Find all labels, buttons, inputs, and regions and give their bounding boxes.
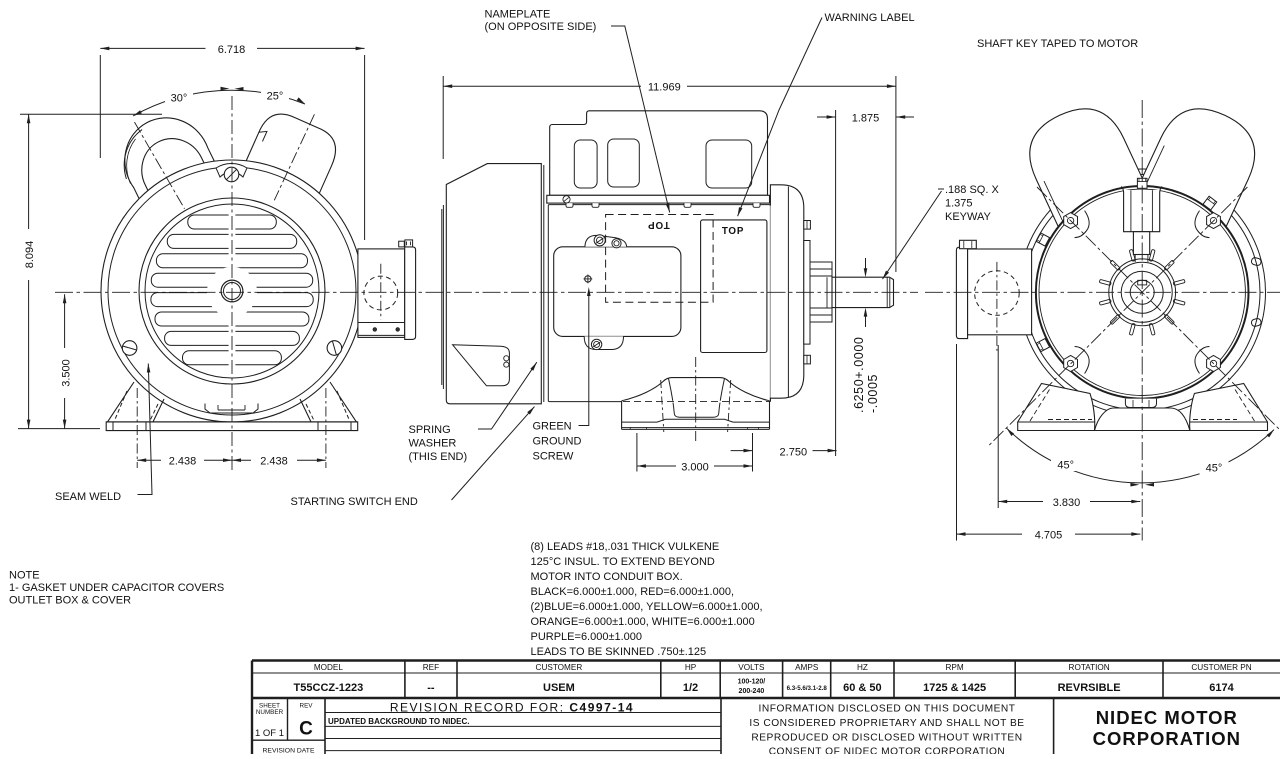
svg-text:PURPLE=6.000±1.000: PURPLE=6.000±1.000	[531, 631, 643, 643]
svg-text:WARNING LABEL: WARNING LABEL	[825, 12, 915, 24]
svg-text:2.438: 2.438	[169, 455, 197, 467]
svg-text:125°C INSUL. TO EXTEND BEYOND: 125°C INSUL. TO EXTEND BEYOND	[531, 556, 715, 568]
svg-text:TOP: TOP	[722, 226, 744, 237]
svg-text:RPM: RPM	[945, 663, 963, 672]
svg-text:REVISION RECORD FOR: C4997-14: REVISION RECORD FOR: C4997-14	[390, 701, 634, 715]
svg-text:.6250+.0000: .6250+.0000	[852, 337, 866, 413]
svg-text:3.500: 3.500	[60, 359, 72, 387]
svg-text:HP: HP	[685, 663, 697, 672]
svg-text:UPDATED BACKGROUND TO NIDEC.: UPDATED BACKGROUND TO NIDEC.	[328, 717, 469, 726]
svg-text:TOP: TOP	[647, 219, 669, 230]
svg-text:--: --	[427, 682, 435, 694]
svg-text:GREEN: GREEN	[533, 421, 572, 433]
svg-text:NUMBER: NUMBER	[256, 709, 284, 716]
svg-text:4.705: 4.705	[1035, 530, 1063, 542]
svg-text:1.875: 1.875	[852, 112, 880, 124]
svg-text:.188 SQ. X: .188 SQ. X	[945, 184, 999, 196]
svg-text:SHAFT KEY TAPED TO MOTOR: SHAFT KEY TAPED TO MOTOR	[977, 38, 1138, 50]
svg-text:C: C	[299, 719, 313, 740]
svg-text:SPRING: SPRING	[409, 424, 451, 436]
svg-text:REVRSIBLE: REVRSIBLE	[1058, 682, 1121, 694]
svg-text:25°: 25°	[267, 91, 284, 103]
svg-text:WASHER: WASHER	[409, 438, 457, 450]
svg-text:MOTOR INTO CONDUIT BOX.: MOTOR INTO CONDUIT BOX.	[531, 571, 683, 583]
svg-text:60 & 50: 60 & 50	[843, 682, 882, 694]
svg-text:STARTING SWITCH END: STARTING SWITCH END	[291, 496, 418, 508]
svg-text:CUSTOMER PN: CUSTOMER PN	[1191, 663, 1251, 672]
svg-text:T55CCZ-1223: T55CCZ-1223	[294, 682, 364, 694]
svg-text:2.438: 2.438	[260, 455, 288, 467]
svg-text:CORPORATION: CORPORATION	[1093, 728, 1241, 749]
svg-text:REV: REV	[300, 703, 314, 710]
svg-text:(ON OPPOSITE SIDE): (ON OPPOSITE SIDE)	[485, 21, 597, 33]
svg-text:REPRODUCED OR DISCLOSED WITHOU: REPRODUCED OR DISCLOSED WITHOUT WRITTEN	[751, 732, 1022, 743]
svg-text:GROUND: GROUND	[533, 436, 582, 448]
svg-text:1.375: 1.375	[945, 198, 973, 210]
svg-text:8.094: 8.094	[24, 241, 36, 269]
svg-text:100-120/: 100-120/	[738, 679, 766, 686]
svg-text:NIDEC MOTOR: NIDEC MOTOR	[1096, 707, 1238, 728]
svg-text:ORANGE=6.000±1.000, WHITE=6.00: ORANGE=6.000±1.000, WHITE=6.000±1.000	[531, 616, 755, 628]
svg-text:SCREW: SCREW	[533, 451, 575, 463]
svg-text:30°: 30°	[171, 93, 188, 105]
svg-text:REF: REF	[423, 663, 439, 672]
svg-text:NOTE: NOTE	[9, 570, 40, 582]
svg-text:45°: 45°	[1206, 462, 1223, 474]
svg-text:1 OF 1: 1 OF 1	[255, 728, 284, 739]
svg-text:-.0005: -.0005	[866, 374, 880, 413]
svg-text:SEAM WELD: SEAM WELD	[55, 491, 121, 503]
svg-text:LEADS TO BE SKINNED .750±.125: LEADS TO BE SKINNED .750±.125	[531, 646, 707, 658]
svg-text:200-240: 200-240	[739, 688, 765, 695]
svg-text:1- GASKET UNDER CAPACITOR COVE: 1- GASKET UNDER CAPACITOR COVERS	[9, 582, 224, 594]
svg-text:MODEL: MODEL	[314, 663, 344, 672]
svg-text:45°: 45°	[1057, 460, 1074, 472]
svg-text:3.000: 3.000	[681, 461, 709, 473]
svg-text:1725 & 1425: 1725 & 1425	[923, 682, 986, 694]
svg-text:ROTATION: ROTATION	[1069, 663, 1110, 672]
svg-text:AMPS: AMPS	[795, 663, 819, 672]
svg-text:REVISION DATE: REVISION DATE	[263, 748, 315, 755]
svg-text:3.830: 3.830	[1053, 497, 1081, 509]
svg-text:IS CONSIDERED PROPRIETARY AND: IS CONSIDERED PROPRIETARY AND SHALL NOT …	[749, 718, 1024, 729]
svg-text:(THIS END): (THIS END)	[409, 451, 468, 463]
svg-text:NAMEPLATE: NAMEPLATE	[485, 9, 551, 21]
svg-text:11.969: 11.969	[648, 82, 681, 94]
svg-text:2.750: 2.750	[780, 446, 808, 458]
svg-text:6174: 6174	[1209, 682, 1234, 694]
svg-text:USEM: USEM	[543, 682, 575, 694]
svg-text:SHEET: SHEET	[259, 703, 280, 710]
svg-text:6.718: 6.718	[218, 44, 246, 56]
svg-text:HZ: HZ	[857, 663, 868, 672]
svg-text:BLACK=6.000±1.000, RED=6.000±1: BLACK=6.000±1.000, RED=6.000±1.000,	[531, 586, 735, 598]
svg-text:OUTLET BOX & COVER: OUTLET BOX & COVER	[9, 595, 131, 607]
svg-text:1/2: 1/2	[683, 682, 698, 694]
svg-text:(8) LEADS #18,.031 THICK VULKE: (8) LEADS #18,.031 THICK VULKENE	[531, 541, 720, 553]
svg-text:KEYWAY: KEYWAY	[945, 211, 992, 223]
svg-text:CONSENT OF NIDEC MOTOR CORPORA: CONSENT OF NIDEC MOTOR CORPORATION	[769, 747, 1006, 754]
svg-text:VOLTS: VOLTS	[738, 663, 765, 672]
svg-text:(2)BLUE=6.000±1.000, YELLOW=6.: (2)BLUE=6.000±1.000, YELLOW=6.000±1.000,	[531, 601, 763, 613]
svg-text:CUSTOMER: CUSTOMER	[536, 663, 583, 672]
svg-text:6.3-5.6/3.1-2.8: 6.3-5.6/3.1-2.8	[787, 685, 828, 692]
svg-text:INFORMATION DISCLOSED ON THIS: INFORMATION DISCLOSED ON THIS DOCUMENT	[759, 704, 1016, 715]
